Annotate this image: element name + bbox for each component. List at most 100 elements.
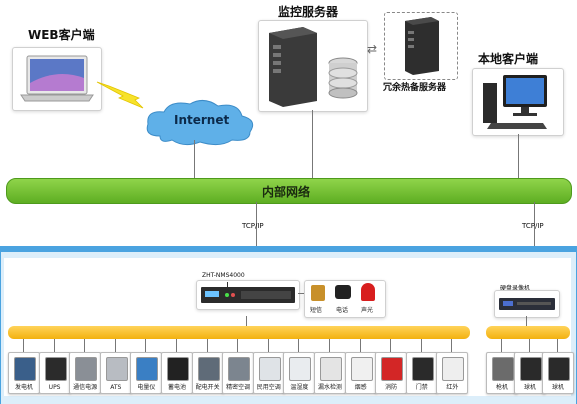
device-label: 发电机 (14, 384, 33, 391)
device-drop-line (557, 339, 558, 352)
dome-camera-icon (520, 357, 542, 381)
device-card: 通信电源 (69, 352, 102, 394)
device-label: 蓄电池 (167, 384, 186, 391)
controller-bus-connector (246, 316, 247, 326)
ac-icon (258, 357, 281, 381)
internet-connector (194, 140, 195, 178)
device-label: 配电开关 (195, 384, 220, 391)
alert-phone-label: 电话 (336, 307, 349, 314)
device-card: 球机 (542, 352, 574, 394)
device-drop-line (501, 339, 502, 352)
device-drop-line (420, 339, 422, 352)
hot-standby-box (384, 12, 458, 80)
ups-icon (44, 357, 67, 381)
database-icon (328, 57, 358, 99)
device-card: 民用空调 (252, 352, 285, 394)
bullet-camera-icon (492, 357, 514, 381)
telephone-icon (335, 285, 351, 299)
web-client-title: WEB客户端 (28, 28, 95, 42)
device-card: 消防 (375, 352, 408, 394)
dome-camera-icon (548, 357, 570, 381)
device-drop-line (298, 339, 300, 352)
device-drop-line (267, 339, 269, 352)
leak-sensor-icon (320, 357, 342, 381)
hot-standby-title: 冗余热备服务器 (383, 83, 447, 93)
wireless-link-icon (96, 81, 144, 109)
device-label: UPS (48, 384, 61, 391)
device-label: 精密空调 (226, 384, 251, 391)
alert-sms-label: 短信 (310, 307, 323, 314)
alarm-light-icon (361, 283, 375, 301)
device-card: ATS (99, 352, 132, 394)
tcpip-right-connector (534, 202, 535, 284)
controller-model-label: ZHT-NMS4000 (202, 272, 245, 279)
access-control-icon (411, 357, 434, 381)
recorder-label: 硬盘录像机 (500, 285, 531, 292)
power-supply-icon (75, 357, 98, 381)
device-label: 电量仪 (137, 384, 156, 391)
tcpip-left-connector (256, 202, 257, 278)
device-drop-line (176, 339, 177, 352)
device-drop-line (390, 339, 392, 352)
desktop-pc-icon (483, 75, 547, 129)
generator-icon (14, 357, 36, 381)
device-drop-line (451, 339, 453, 352)
web-client-box (12, 47, 102, 111)
internet-cloud-icon (146, 100, 254, 146)
tcpip-right-label: TCP/IP (522, 222, 544, 230)
intranet-bar (6, 178, 572, 204)
monitor-server-box (258, 20, 368, 112)
device-label: 消防 (385, 384, 398, 391)
sms-device-icon (311, 285, 325, 301)
device-label: 门禁 (415, 384, 428, 391)
controller-unit-icon (201, 282, 295, 303)
ats-icon (105, 357, 128, 381)
alert-output-box: 短信 电话 声光 (304, 280, 386, 318)
device-label: 温湿度 (290, 384, 309, 391)
extinguisher-icon (381, 357, 404, 381)
device-card: UPS (38, 352, 71, 394)
battery-icon (167, 357, 189, 381)
sync-arrows-icon: ⇄ (367, 42, 378, 56)
controller-box (196, 280, 300, 310)
laptop-icon (20, 55, 94, 102)
device-card: 枪机 (486, 352, 518, 394)
device-label: 枪机 (495, 384, 508, 391)
device-card: 红外 (436, 352, 469, 394)
local-client-connector (518, 134, 519, 178)
device-bus-bar (8, 326, 470, 339)
device-drop-line (329, 339, 330, 352)
device-drop-line (359, 339, 361, 352)
device-drop-line (23, 339, 24, 352)
precision-ac-icon (228, 357, 251, 381)
device-drop-line (145, 339, 147, 352)
switch-icon (197, 357, 220, 381)
device-card: 电量仪 (130, 352, 163, 394)
alert-light-label: 声光 (361, 307, 374, 314)
device-card: 精密空调 (222, 352, 255, 394)
monitor-server-connector (312, 110, 313, 178)
device-card: 漏水检测 (314, 352, 346, 394)
device-drop-line (206, 339, 208, 352)
device-label: 球机 (523, 384, 536, 391)
camera-bus-bar (486, 326, 570, 339)
device-card: 蓄电池 (161, 352, 193, 394)
device-label: 红外 (446, 384, 459, 391)
monitor-server-title: 监控服务器 (278, 5, 339, 19)
device-drop-line (53, 339, 55, 352)
recorder-bus-connector (526, 316, 527, 326)
recorder-box (494, 290, 560, 318)
dvr-icon (499, 298, 555, 310)
device-label: 通信电源 (73, 384, 98, 391)
device-drop-line (84, 339, 86, 352)
intranet-label: 内部网络 (262, 185, 311, 199)
smoke-detector-icon (350, 357, 373, 381)
power-meter-icon (136, 357, 159, 381)
controller-alert-connector (298, 293, 306, 294)
device-label: 民用空调 (256, 384, 281, 391)
local-client-box (472, 68, 564, 136)
device-label: ATS (110, 384, 122, 391)
device-label: 漏水检测 (317, 384, 342, 391)
server-tower-icon (269, 27, 358, 107)
tcpip-left-label: TCP/IP (242, 222, 264, 230)
